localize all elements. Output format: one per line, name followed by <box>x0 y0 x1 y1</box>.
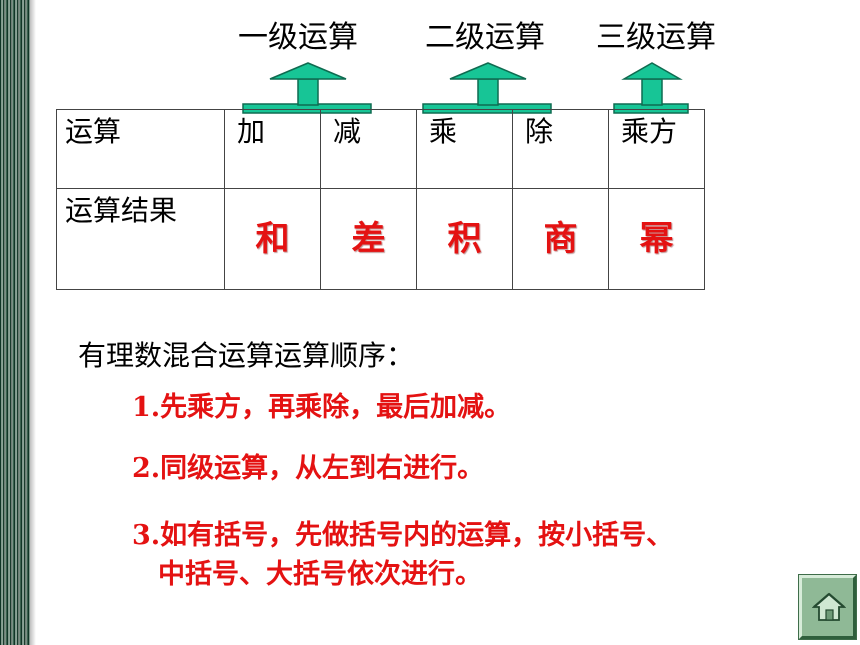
table-row-operations: 运算 加 减 乘 除 乘方 <box>56 109 705 189</box>
operations-table: 运算 加 减 乘 除 乘方 运算结果 和 差 积 商 幂 <box>56 109 705 290</box>
result-power: 幂 <box>608 188 705 290</box>
result-sum: 和 <box>224 188 321 290</box>
result-quotient: 商 <box>512 188 609 290</box>
order-intro-heading: 有理数混合运算运算顺序： <box>78 339 415 372</box>
rule-1: 1.先乘方，再乘除，最后加减。 <box>132 392 512 423</box>
op-subtract: 减 <box>320 109 417 189</box>
rule-2: 2.同级运算，从左到右进行。 <box>132 453 485 484</box>
home-button[interactable] <box>798 574 857 640</box>
result-difference: 差 <box>320 188 417 290</box>
row-label-result: 运算结果 <box>56 188 225 290</box>
bracket-arrow-first-icon <box>242 62 372 114</box>
result-product: 积 <box>416 188 513 290</box>
level-label-first: 一级运算 <box>238 20 358 55</box>
level-label-third: 三级运算 <box>596 20 716 55</box>
bracket-arrow-third-icon <box>613 62 689 114</box>
op-multiply: 乘 <box>416 109 513 189</box>
decorative-side-stripe <box>0 0 36 645</box>
op-divide: 除 <box>512 109 609 189</box>
level-label-second: 二级运算 <box>425 20 545 55</box>
op-power: 乘方 <box>608 109 705 189</box>
row-label-operation: 运算 <box>56 109 225 189</box>
table-row-results: 运算结果 和 差 积 商 幂 <box>56 188 705 290</box>
level-arrows <box>242 62 689 114</box>
rule-3-continued: 中括号、大括号依次进行。 <box>158 559 482 590</box>
home-icon <box>812 592 846 621</box>
bracket-arrow-second-icon <box>422 62 552 114</box>
op-add: 加 <box>224 109 321 189</box>
rule-3: 3.如有括号，先做括号内的运算，按小括号、 <box>132 520 674 551</box>
